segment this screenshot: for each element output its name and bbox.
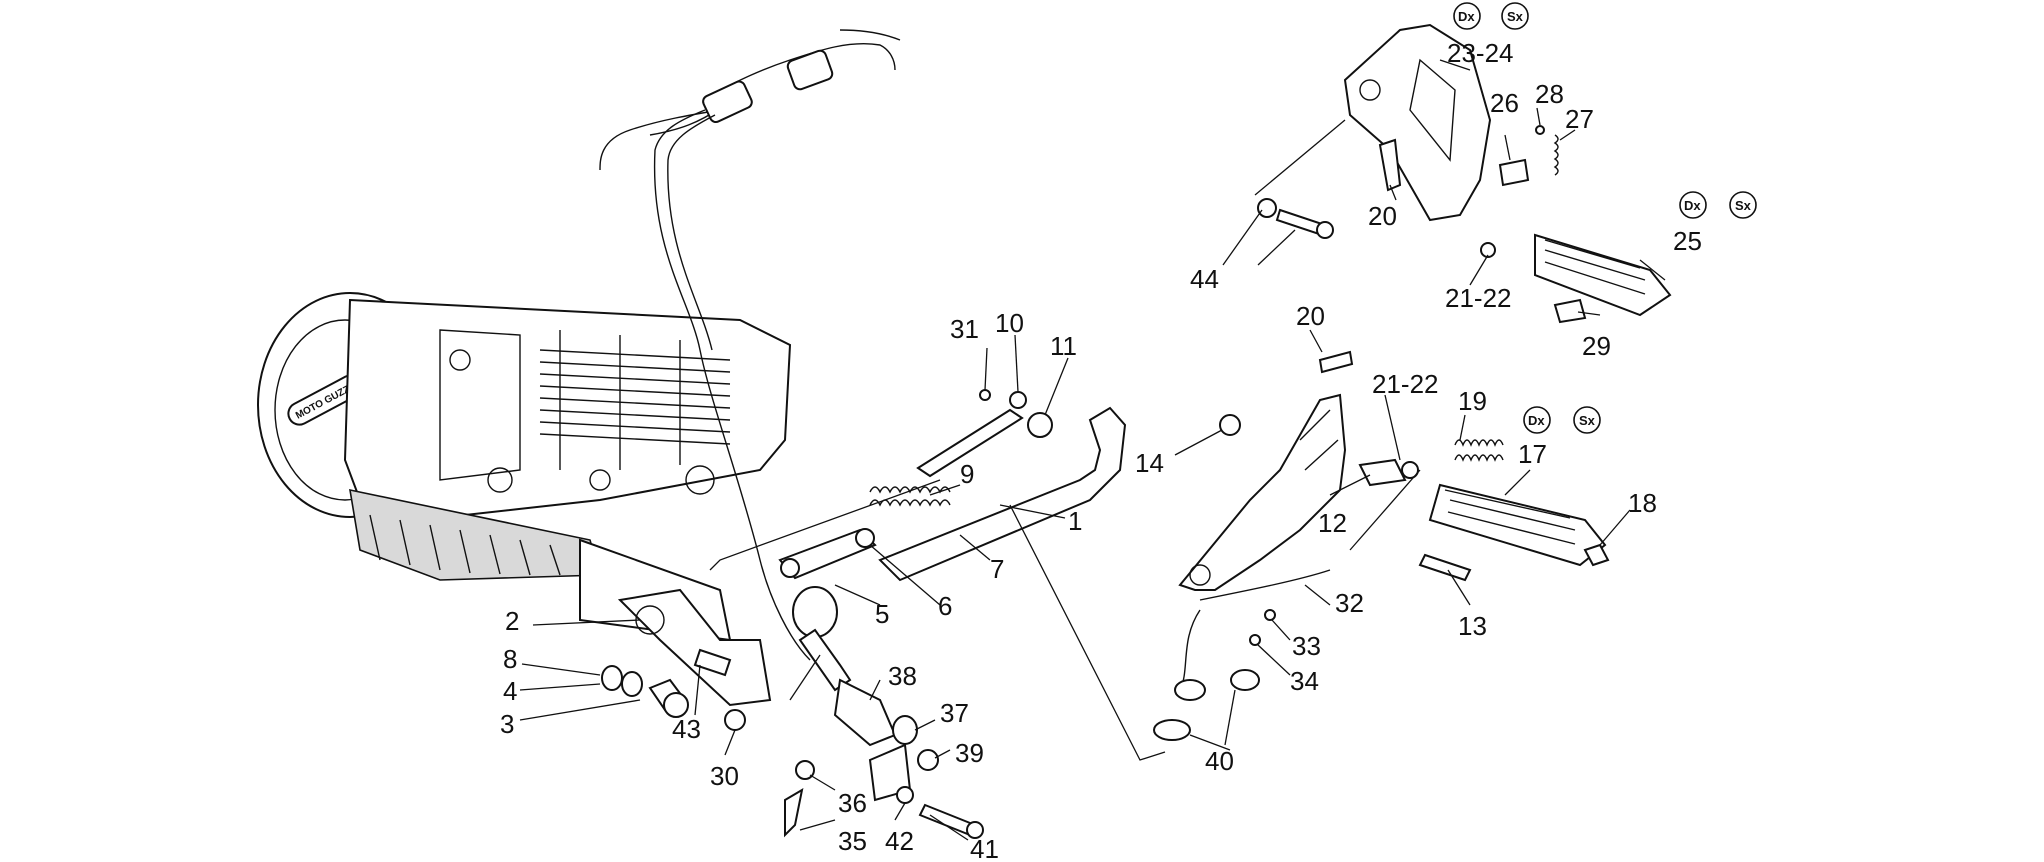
part-label-28: 29 — [1582, 331, 1611, 361]
part-label-41: 42 — [885, 826, 914, 856]
part-label-12: 12 — [1318, 508, 1347, 538]
badge-sx-22: Sx — [1501, 2, 1529, 30]
passenger-footrest-assembly — [1257, 23, 1672, 324]
part-label-7: 7 — [990, 554, 1004, 584]
svg-text:Sx: Sx — [1579, 413, 1596, 428]
leader-lines — [519, 59, 1666, 841]
part-label-13: 13 — [1458, 611, 1487, 641]
engine-block-drawing: MOTO GUZZI — [257, 292, 792, 642]
part-label-5: 5 — [875, 599, 889, 629]
svg-text:Sx: Sx — [1735, 198, 1752, 213]
svg-text:Dx: Dx — [1684, 198, 1701, 213]
part-label-20-mid: 21-22 — [1372, 369, 1439, 399]
part-label-18: 19 — [1458, 386, 1487, 416]
part-label-4: 4 — [503, 676, 517, 706]
part-label-37: 38 — [888, 661, 917, 691]
part-label-19-top: 20 — [1368, 201, 1397, 231]
part-label-20-top: 21-22 — [1445, 283, 1512, 313]
sidestand-switch-cable — [599, 29, 901, 661]
part-label-32: 33 — [1292, 631, 1321, 661]
part-label-31: 32 — [1335, 588, 1364, 618]
part-label-34: 35 — [838, 826, 867, 856]
part-label-27: 28 — [1535, 79, 1564, 109]
svg-text:Dx: Dx — [1458, 9, 1475, 24]
svg-text:Dx: Dx — [1528, 413, 1545, 428]
part-label-38: 39 — [955, 738, 984, 768]
part-label-36: 37 — [940, 698, 969, 728]
part-label-11: 11 — [1050, 331, 1077, 361]
badge-sx-24: Sx — [1729, 191, 1757, 219]
part-label-30: 31 — [950, 314, 979, 344]
side-stand-assembly — [601, 389, 1166, 839]
part-label-10: 10 — [995, 308, 1024, 338]
part-label-21-22: 23-24 — [1447, 38, 1514, 68]
part-label-35: 36 — [838, 788, 867, 818]
part-label-14: 14 — [1135, 448, 1164, 478]
part-label-17: 18 — [1628, 488, 1657, 518]
part-label-19-mid: 20 — [1296, 301, 1325, 331]
part-label-6: 6 — [938, 591, 952, 621]
badge-dx-23: Dx — [1679, 191, 1707, 219]
part-label-29: 30 — [710, 761, 739, 791]
badge-dx-21: Dx — [1453, 2, 1481, 30]
part-label-3: 3 — [500, 709, 514, 739]
part-label-39: 40 — [1205, 746, 1234, 776]
part-label-42: 43 — [672, 714, 701, 744]
rider-footrest-assembly — [1153, 350, 1610, 741]
part-label-15-16: 17 — [1518, 439, 1547, 469]
part-label-33: 34 — [1290, 666, 1319, 696]
part-label-23-24: 25 — [1673, 226, 1702, 256]
badge-dx-15: Dx — [1523, 406, 1551, 434]
part-label-9: 9 — [960, 459, 974, 489]
part-number-labels: 1 2 3 4 5 6 7 8 9 10 11 12 13 14 17 18 1… — [500, 38, 1702, 862]
part-label-40: 41 — [970, 834, 999, 862]
part-label-8: 8 — [503, 644, 517, 674]
part-label-43: 44 — [1190, 264, 1219, 294]
part-label-25: 26 — [1490, 88, 1519, 118]
part-label-1: 1 — [1068, 506, 1082, 536]
part-label-26: 27 — [1565, 104, 1594, 134]
part-label-2: 2 — [505, 606, 519, 636]
badge-sx-16: Sx — [1573, 406, 1601, 434]
svg-text:Sx: Sx — [1507, 9, 1524, 24]
